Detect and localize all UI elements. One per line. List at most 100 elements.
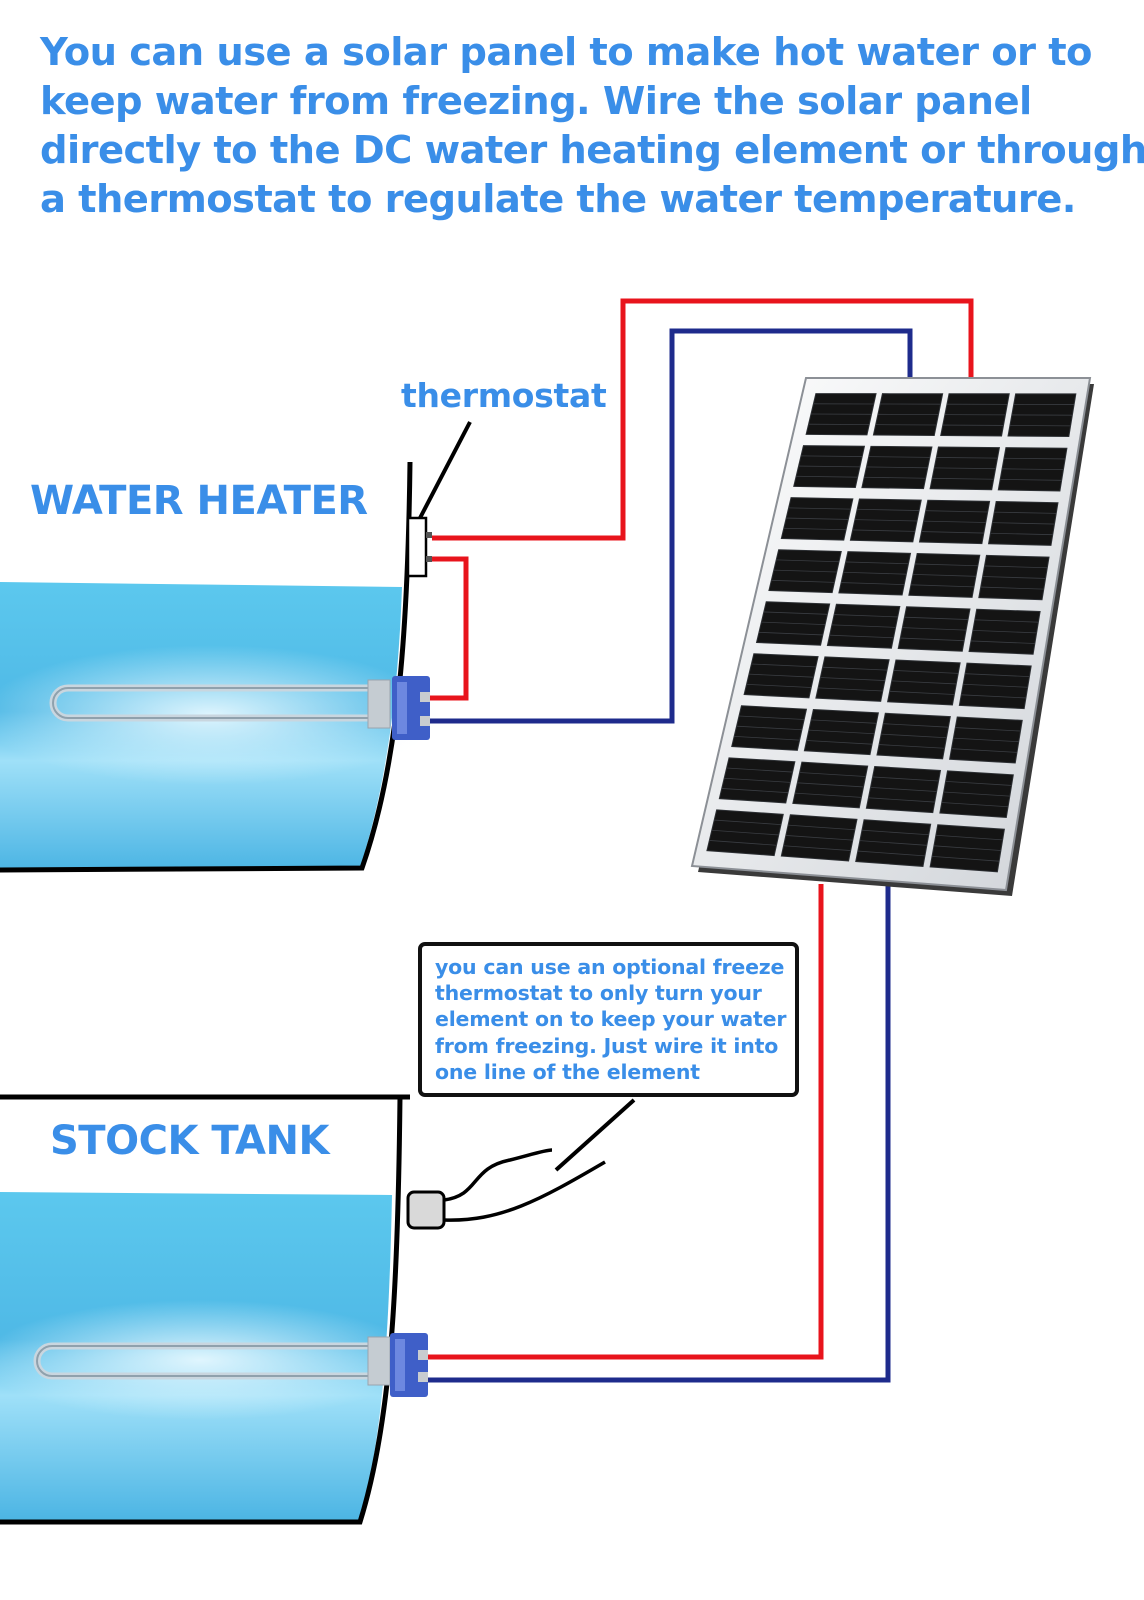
cell-finger-line xyxy=(910,584,975,588)
cell-finger-line xyxy=(951,748,1018,753)
cell-finger-line xyxy=(796,475,858,478)
cell-finger-line xyxy=(818,687,883,692)
cell-finger-line xyxy=(943,791,1010,797)
cell-finger-line xyxy=(941,802,1009,808)
cell-finger-line xyxy=(982,576,1046,579)
cell-finger-line xyxy=(866,466,928,469)
cell-finger-line xyxy=(763,611,828,615)
cell-finger-line xyxy=(970,640,1035,644)
cell-finger-line xyxy=(843,571,907,575)
positive-wire xyxy=(428,884,824,1360)
cell-finger-line xyxy=(829,634,894,639)
cell-finger-line xyxy=(945,781,1012,786)
jumper-wire xyxy=(430,556,469,701)
callout-line: thermostat to only turn your xyxy=(435,981,762,1006)
cell-finger-line xyxy=(724,777,791,783)
cell-finger-line xyxy=(861,829,929,836)
negative-wire xyxy=(428,884,891,1383)
stock-tank xyxy=(0,1094,636,1525)
cell-finger-line xyxy=(714,819,782,826)
cell-finger-line xyxy=(751,663,816,668)
heating-element xyxy=(33,1333,428,1397)
headline-line: a thermostat to regulate the water tempe… xyxy=(40,177,1076,222)
cell-finger-line xyxy=(773,569,837,573)
cell-finger-line xyxy=(857,508,920,511)
cell-finger-line xyxy=(953,737,1019,743)
cell-finger-line xyxy=(726,767,793,773)
cell-finger-line xyxy=(841,582,905,586)
cell-finger-line xyxy=(709,840,777,846)
cell-finger-line xyxy=(925,510,988,513)
cell-finger-line xyxy=(857,850,925,857)
headline: You can use a solar panel to make hot wa… xyxy=(40,28,1144,224)
cell-finger-line xyxy=(921,531,984,534)
cell-finger-line xyxy=(808,729,875,735)
cell-finger-line xyxy=(746,683,812,688)
cell-finger-line xyxy=(845,561,909,565)
positive-wire xyxy=(432,298,974,541)
cell-finger-line xyxy=(854,519,918,522)
cell-finger-line xyxy=(935,834,1003,841)
cell-finger-line xyxy=(788,824,855,831)
callout-pointer xyxy=(554,1098,636,1172)
thermostat-pointer xyxy=(418,421,472,519)
cell-finger-line xyxy=(965,673,1030,678)
headline-line: keep water from freezing. Wire the solar… xyxy=(40,79,1032,124)
cell-finger-line xyxy=(748,673,814,678)
cell-finger-line xyxy=(879,744,945,749)
cell-finger-line xyxy=(868,456,930,458)
cell-finger-line xyxy=(801,455,863,457)
sensor-cable xyxy=(443,1148,606,1222)
cell-finger-line xyxy=(900,637,965,642)
water-heater-tank xyxy=(0,421,472,873)
stock-tank-label: STOCK TANK xyxy=(50,1118,329,1164)
cell-finger-line xyxy=(936,457,998,459)
freeze-thermostat-callout: you can use an optional freeze thermosta… xyxy=(418,942,799,1097)
cell-finger-line xyxy=(820,677,885,681)
cell-finger-line xyxy=(734,735,800,741)
cell-finger-line xyxy=(852,529,915,532)
cell-finger-line xyxy=(889,690,955,695)
cell-finger-line xyxy=(783,527,847,531)
cell-finger-line xyxy=(795,792,862,798)
cell-finger-line xyxy=(721,788,789,794)
heating-element xyxy=(49,676,430,740)
cell-finger-line xyxy=(736,725,802,731)
cell-finger-line xyxy=(776,559,839,563)
cell-finger-line xyxy=(799,772,866,777)
cell-finger-line xyxy=(963,683,1028,688)
cell-finger-line xyxy=(834,614,898,618)
cell-finger-line xyxy=(811,719,877,724)
cell-finger-line xyxy=(783,845,851,851)
cell-finger-line xyxy=(1002,468,1064,471)
cell-finger-line xyxy=(868,797,935,803)
cell-finger-line xyxy=(934,467,996,470)
cell-finger-line xyxy=(785,835,853,841)
cell-finger-line xyxy=(711,829,779,836)
cell-finger-line xyxy=(786,517,849,520)
cell-finger-line xyxy=(980,586,1044,590)
cell-finger-line xyxy=(932,855,1000,862)
cell-finger-line xyxy=(872,776,939,782)
callout-line: from freezing. Just wire it into xyxy=(435,1033,779,1058)
negative-wire xyxy=(430,328,913,724)
panel-cells xyxy=(706,393,1077,873)
solar-panel xyxy=(690,377,1094,896)
callout-line: element on to keep your water xyxy=(435,1007,787,1032)
cell-finger-line xyxy=(912,573,976,577)
water-heater-label: WATER HEATER xyxy=(30,478,368,524)
cell-finger-line xyxy=(923,520,986,523)
cell-finger-line xyxy=(738,715,805,720)
cell-finger-line xyxy=(961,694,1026,699)
cell-finger-line xyxy=(1003,457,1066,460)
cell-finger-line xyxy=(797,782,864,788)
cell-finger-line xyxy=(990,532,1053,536)
cell-finger-line xyxy=(972,629,1037,634)
cell-finger-line xyxy=(893,670,959,674)
cell-finger-line xyxy=(761,621,826,626)
cell-finger-line xyxy=(974,619,1039,623)
cell-finger-line xyxy=(806,740,873,745)
headline-line: You can use a solar panel to make hot wa… xyxy=(40,30,1092,75)
thermostat-label: thermostat xyxy=(401,376,607,415)
